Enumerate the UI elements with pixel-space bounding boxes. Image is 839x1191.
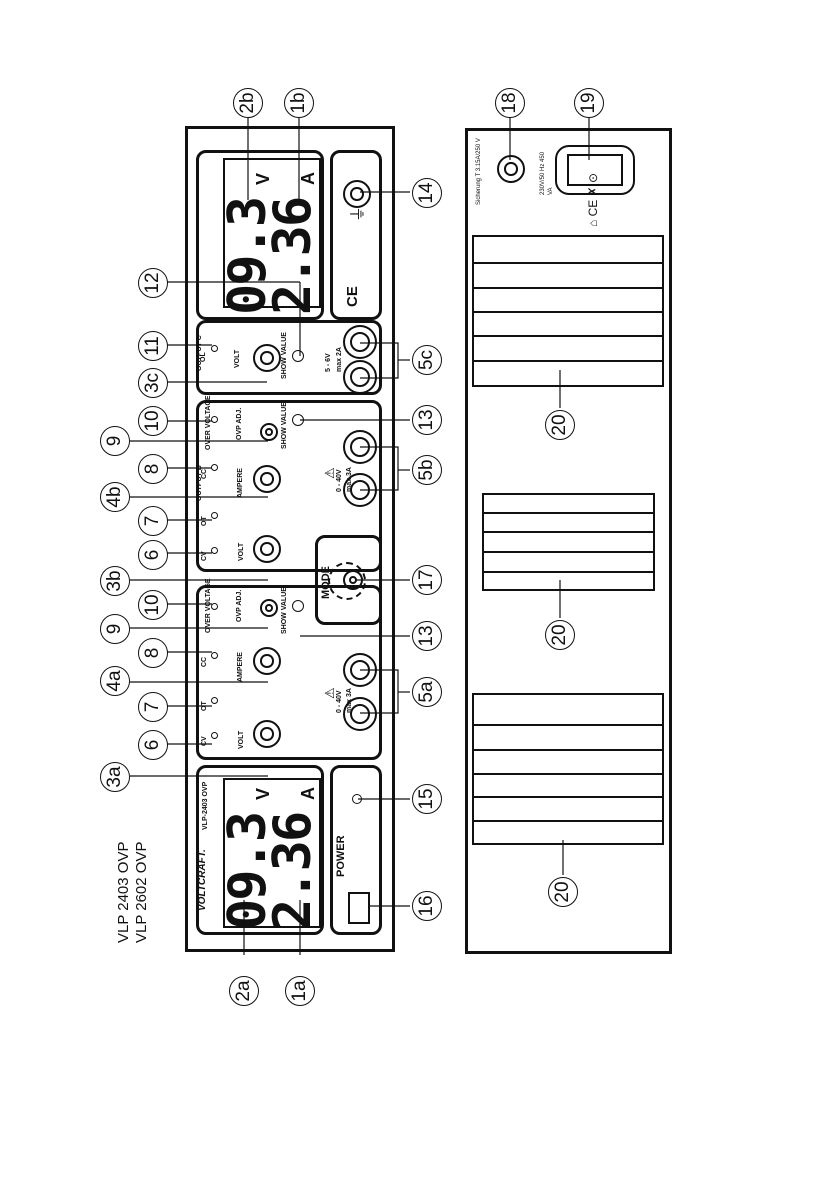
callout-16: 16 — [412, 891, 442, 921]
ot-b-led — [211, 512, 218, 519]
ampere-b-knob[interactable] — [253, 465, 281, 493]
cv-a-led — [211, 732, 218, 739]
ground-block — [330, 150, 382, 320]
callout-6-bottom: 6 — [138, 730, 168, 760]
volt-b-knob[interactable] — [253, 535, 281, 563]
callout-13-top: 13 — [412, 405, 442, 435]
cv-b-led — [211, 547, 218, 554]
callout-20-top: 20 — [545, 410, 575, 440]
callout-2a: 2a — [229, 976, 259, 1006]
callout-14: 14 — [412, 178, 442, 208]
callout-9-bottom: 9 — [100, 614, 130, 644]
callout-1a: 1a — [285, 976, 315, 1006]
callout-4b: 4b — [100, 482, 130, 512]
power-block — [330, 765, 382, 935]
output-b-block — [196, 400, 382, 572]
cc-a-led — [211, 652, 218, 659]
show-value-a-button[interactable] — [292, 600, 304, 612]
show-value-c-button[interactable] — [292, 350, 304, 362]
mode-selector-arc — [328, 562, 366, 600]
ol-led — [211, 345, 218, 352]
callout-6-top: 6 — [138, 540, 168, 570]
callout-15: 15 — [412, 784, 442, 814]
ground-terminal[interactable] — [343, 180, 371, 208]
ovp-adj-b-knob[interactable] — [260, 423, 278, 441]
callout-17: 17 — [412, 565, 442, 595]
callout-5a: 5a — [412, 677, 442, 707]
callout-1b: 1b — [284, 88, 314, 118]
ampere-a-knob[interactable] — [253, 647, 281, 675]
ovp-adj-a-knob[interactable] — [260, 599, 278, 617]
output-c-block — [196, 320, 382, 395]
output-c-minus[interactable] — [343, 325, 377, 359]
callout-4a: 4a — [100, 666, 130, 696]
volt-c-knob[interactable] — [253, 344, 281, 372]
callout-8-bottom: 8 — [138, 638, 168, 668]
over-voltage-a-led — [211, 603, 218, 610]
callout-8-top: 8 — [138, 454, 168, 484]
rear-panel — [465, 128, 672, 954]
callout-11: 11 — [138, 331, 168, 361]
callout-5c: 5c — [412, 345, 442, 375]
callout-19: 19 — [574, 88, 604, 118]
callout-10-bottom: 10 — [138, 590, 168, 620]
callout-20-bottom: 20 — [548, 877, 578, 907]
display-bottom — [196, 765, 324, 935]
power-switch[interactable] — [348, 892, 370, 924]
callout-7-top: 7 — [138, 506, 168, 536]
mains-socket[interactable] — [555, 145, 635, 195]
front-panel — [185, 126, 395, 952]
callout-18: 18 — [495, 88, 525, 118]
callout-12: 12 — [138, 268, 168, 298]
rear-table-3 — [472, 693, 664, 845]
output-a-block — [196, 585, 382, 760]
callout-9-top: 9 — [100, 426, 130, 456]
display-top-window — [223, 158, 321, 308]
callout-3a: 3a — [100, 762, 130, 792]
callout-10-top: 10 — [138, 406, 168, 436]
display-top — [196, 150, 324, 320]
output-a-plus[interactable] — [343, 697, 377, 731]
callout-7-bottom: 7 — [138, 692, 168, 722]
callout-3b: 3b — [100, 566, 130, 596]
ot-a-led — [211, 697, 218, 704]
fuse-holder[interactable] — [497, 155, 525, 183]
output-c-plus[interactable] — [343, 360, 377, 394]
callout-5b: 5b — [412, 455, 442, 485]
callout-3c: 3c — [138, 368, 168, 398]
volt-a-knob[interactable] — [253, 720, 281, 748]
callout-20-middle: 20 — [545, 620, 575, 650]
rear-table-2 — [482, 493, 655, 591]
over-voltage-b-led — [211, 416, 218, 423]
callout-2b: 2b — [233, 88, 263, 118]
display-bottom-window — [223, 778, 321, 928]
callout-13-bottom: 13 — [412, 621, 442, 651]
